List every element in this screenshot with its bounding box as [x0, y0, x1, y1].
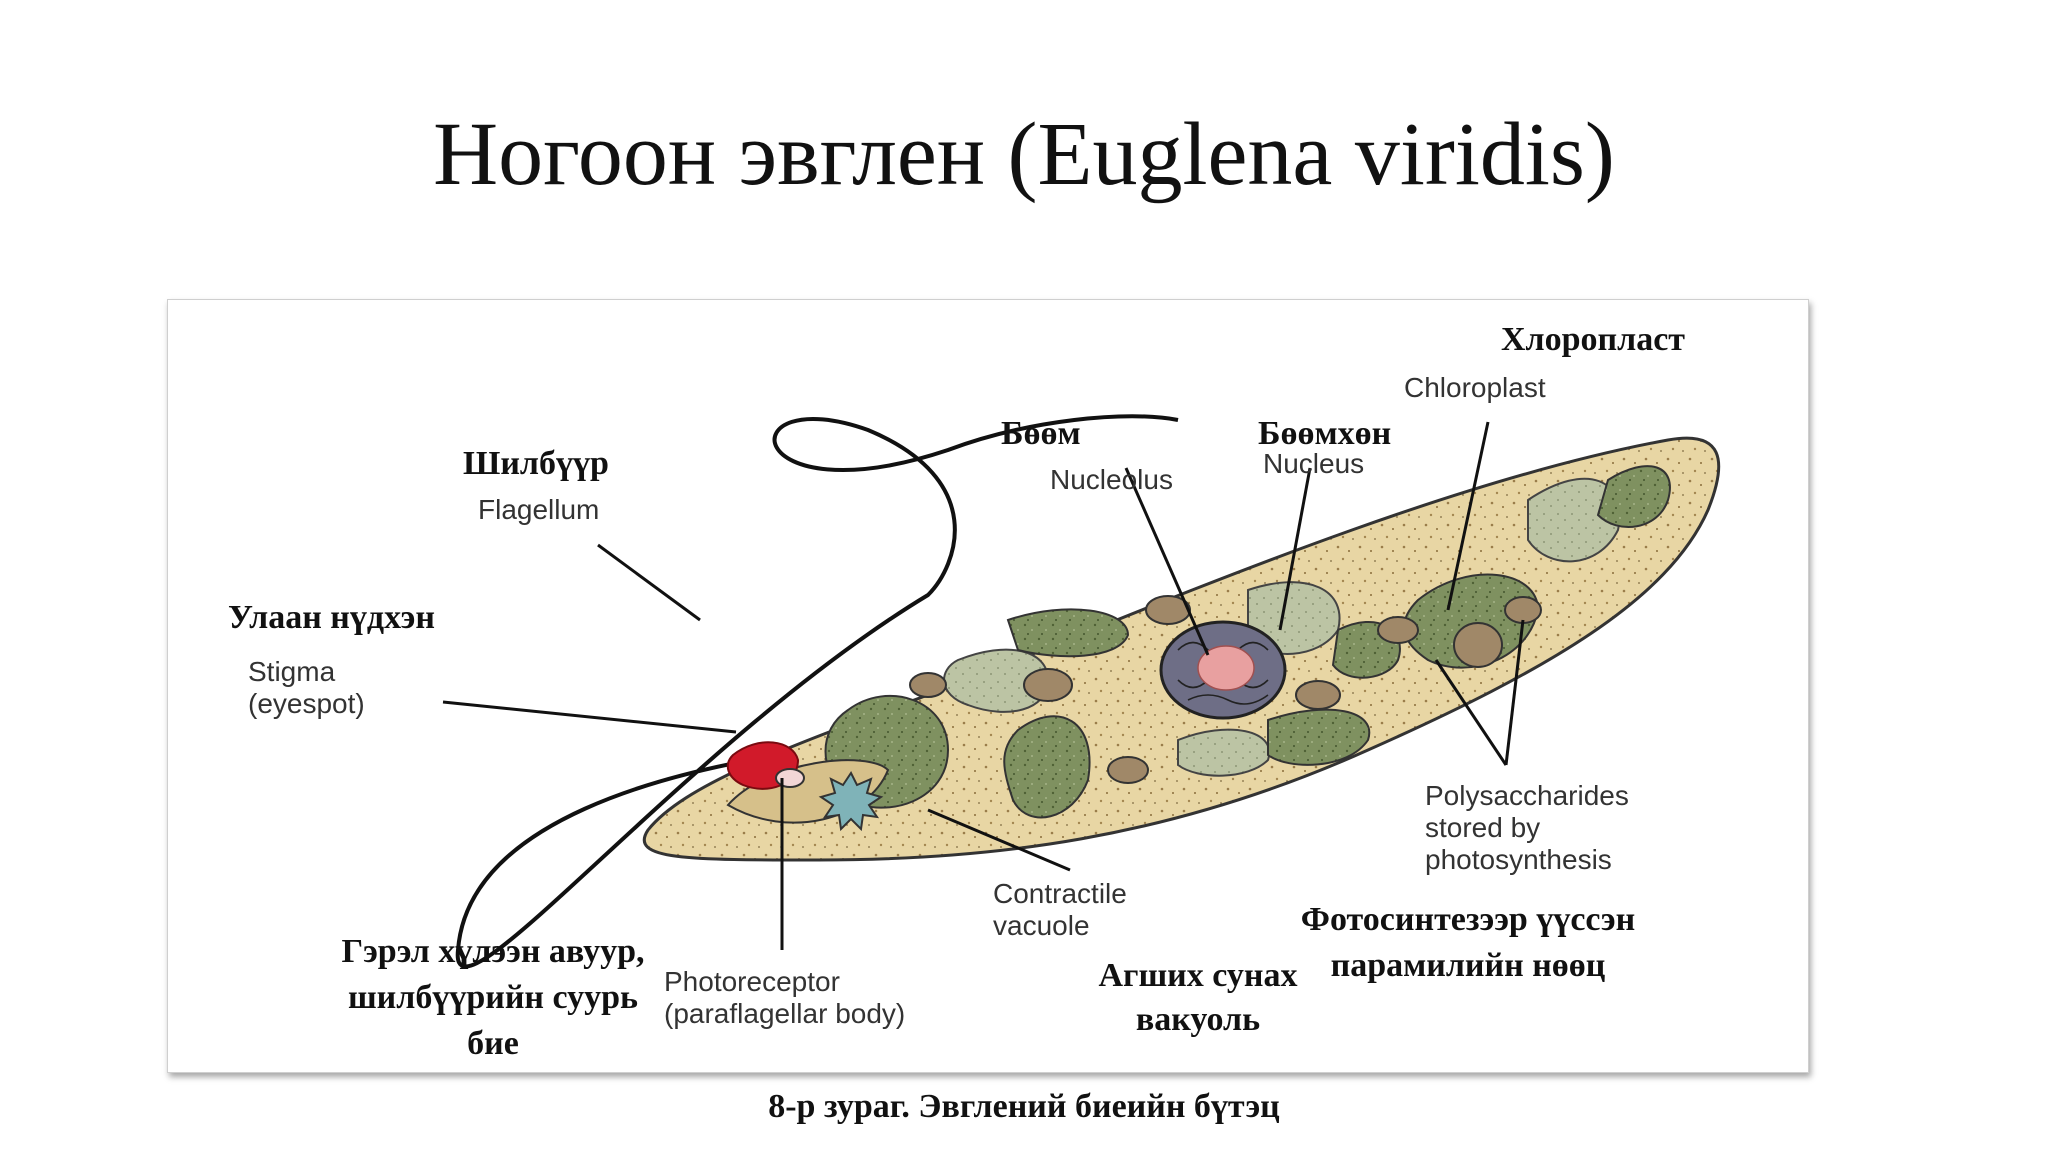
photoreceptor-label-mn-3: бие [467, 1025, 519, 1062]
vacuole-label-mn-2: вакуоль [1135, 1001, 1261, 1038]
stigma-label-en-1: Stigma [248, 656, 336, 687]
stigma-label-mn: Улаан нүдхэн [228, 599, 435, 636]
vacuole-label-mn-1: Агших сунах [1098, 957, 1298, 994]
flagellum-label-mn: Шилбүүр [463, 445, 609, 482]
nucleolus-shape [1197, 645, 1255, 691]
nucleolus-label-en: Nucleolus [1050, 464, 1173, 495]
photoreceptor-label-mn-1: Гэрэл хүлээн авуур, [341, 933, 645, 970]
polysaccharides-label-mn-2: парамилийн нөөц [1330, 947, 1606, 984]
chloroplast-label-mn: Хлоропласт [1501, 321, 1685, 358]
euglena-illustration [442, 414, 1721, 969]
nucleus-label-mn: Бөөмхөн [1258, 415, 1392, 452]
polysaccharides-label-en-1: Polysaccharides [1425, 780, 1629, 811]
figure-caption: 8-р зураг. Эвглений биеийн бүтэц [768, 1088, 1280, 1125]
photoreceptor-label-en-1: Photoreceptor [664, 966, 840, 997]
euglena-diagram-figure: Шилбүүр Flagellum Улаан нүдхэн Stigma (e… [167, 299, 1809, 1073]
vacuole-label-en-1: Contractile [993, 878, 1127, 909]
leader-lines [442, 421, 1525, 950]
photoreceptor-label-mn-2: шилбүүрийн суурь [347, 979, 639, 1016]
slide-title: Ногоон эвглен (Euglena viridis) [433, 105, 1615, 204]
flagellum-label-en: Flagellum [478, 494, 600, 525]
chloroplast-shape [1006, 608, 1130, 658]
polysaccharides-label-en-2: stored by [1425, 812, 1541, 843]
polysaccharides-label-en-3: photosynthesis [1425, 844, 1612, 875]
photoreceptor-label-en-2: (paraflagellar body) [664, 998, 906, 1029]
stigma-label-en-2: (eyespot) [248, 688, 365, 719]
contractile-vacuole-shape [818, 771, 884, 832]
nucleolus-label-mn: Бөөм [1001, 415, 1081, 452]
photoreceptor-shape [775, 768, 805, 788]
flagellum-strand [455, 414, 1179, 969]
chloroplast-label-en: Chloroplast [1404, 372, 1546, 403]
polysaccharides-label-mn-1: Фотосинтезээр үүссэн [1300, 901, 1636, 938]
nucleus-label-en: Nucleus [1263, 448, 1365, 479]
vacuole-label-en-2: vacuole [993, 910, 1090, 941]
